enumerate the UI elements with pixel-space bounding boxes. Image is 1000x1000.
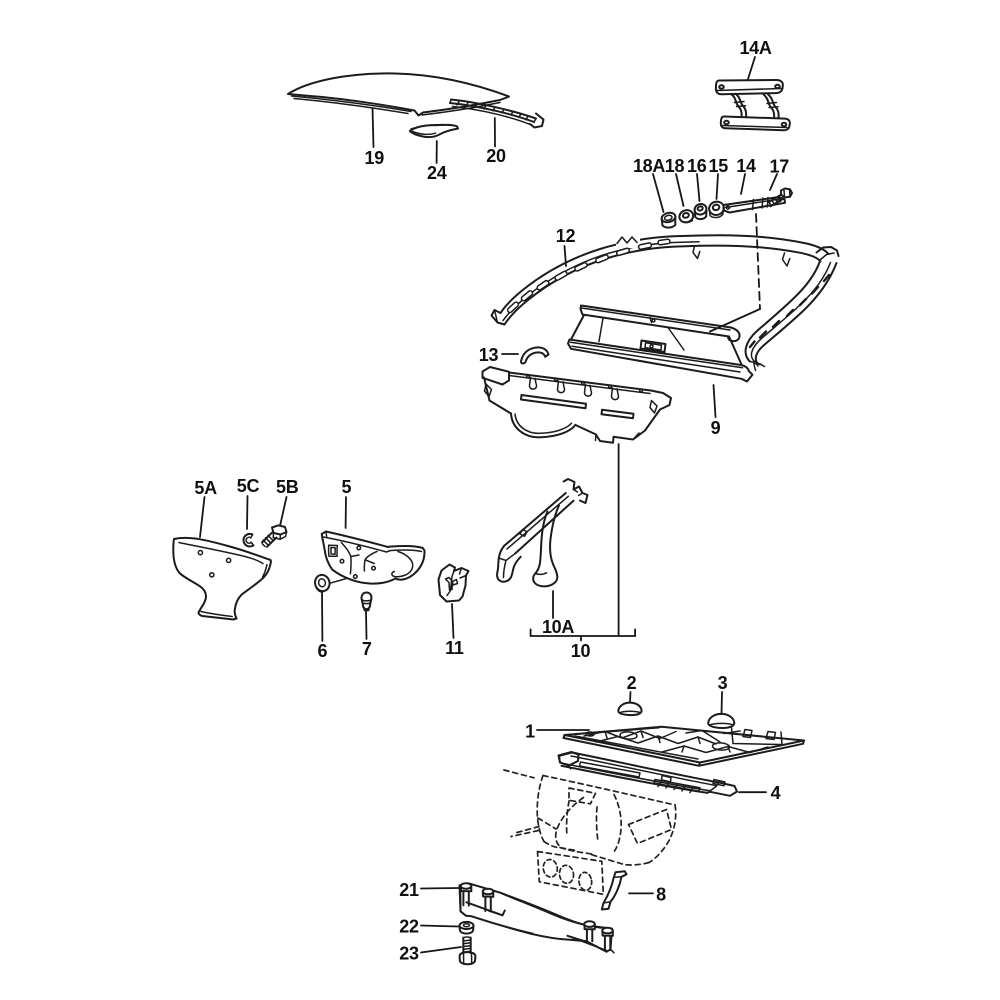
svg-text:4: 4 [771, 783, 781, 803]
svg-text:5: 5 [342, 477, 352, 497]
svg-text:14: 14 [736, 156, 756, 176]
svg-text:18: 18 [665, 156, 685, 176]
svg-text:5A: 5A [194, 478, 217, 498]
svg-text:9: 9 [711, 418, 721, 438]
svg-text:19: 19 [364, 148, 384, 168]
svg-text:6: 6 [318, 641, 328, 661]
svg-text:20: 20 [486, 146, 506, 166]
svg-text:5C: 5C [237, 476, 260, 496]
svg-text:17: 17 [769, 157, 789, 177]
svg-text:1: 1 [525, 722, 535, 742]
svg-text:7: 7 [362, 639, 372, 659]
svg-text:3: 3 [718, 673, 728, 693]
svg-text:8: 8 [656, 885, 666, 905]
svg-text:16: 16 [687, 156, 707, 176]
svg-text:22: 22 [399, 917, 419, 937]
svg-text:12: 12 [556, 226, 576, 246]
svg-text:13: 13 [479, 345, 499, 365]
svg-text:24: 24 [427, 163, 447, 183]
svg-text:11: 11 [445, 638, 464, 658]
svg-text:21: 21 [399, 880, 419, 900]
svg-text:10A: 10A [542, 617, 574, 637]
svg-text:18A: 18A [633, 156, 665, 176]
svg-text:2: 2 [627, 673, 637, 693]
svg-text:14A: 14A [739, 38, 771, 58]
svg-text:23: 23 [399, 944, 419, 964]
svg-text:5B: 5B [276, 477, 299, 497]
svg-text:15: 15 [708, 156, 728, 176]
svg-text:10: 10 [571, 641, 591, 661]
